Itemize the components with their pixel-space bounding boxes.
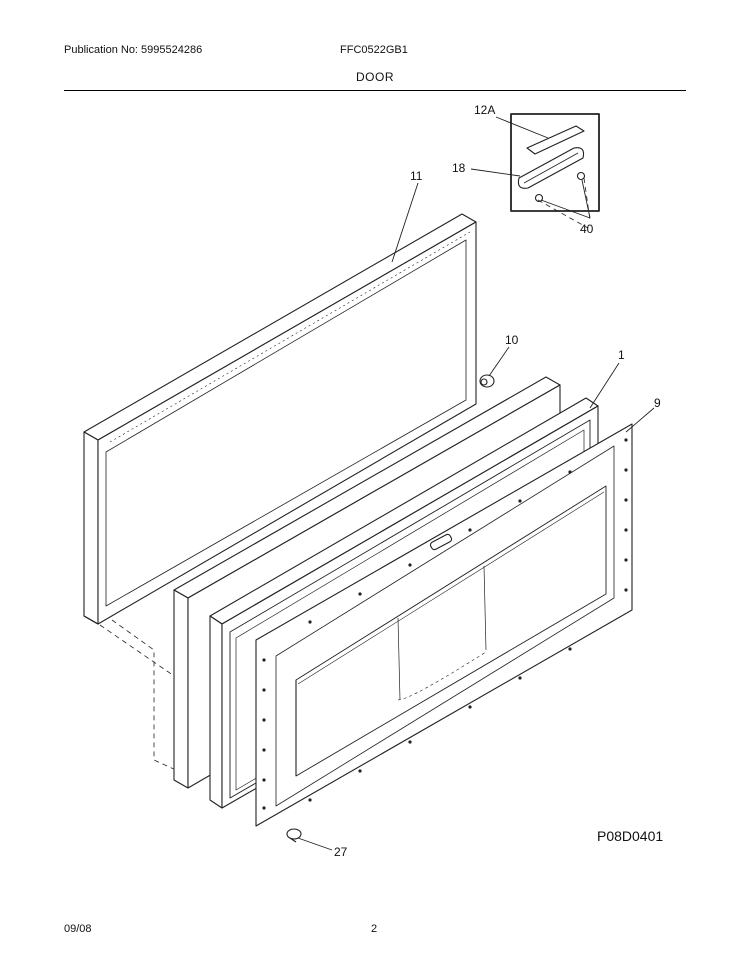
inner-liner	[83, 213, 477, 625]
page-number: 2	[371, 923, 378, 935]
part-label-27: 27	[334, 845, 348, 859]
section-title: DOOR	[356, 70, 394, 84]
part-label-12a: 12A	[474, 103, 496, 117]
handle-trim-part	[526, 125, 585, 155]
part-label-9: 9	[654, 396, 661, 410]
part-label-40: 40	[580, 222, 594, 236]
hinge-plug	[479, 374, 495, 388]
lock-part	[429, 533, 453, 551]
outer-door-panel	[255, 423, 633, 827]
screw-part-b	[534, 193, 544, 203]
panel-screw-holes	[262, 438, 628, 810]
diagram-code: P08D0401	[597, 828, 664, 844]
bottom-screw	[286, 828, 302, 843]
footer-date: 09/08	[64, 923, 92, 935]
header-rule	[64, 90, 686, 91]
alignment-lines	[99, 177, 591, 771]
screw-part-a	[576, 171, 586, 181]
part-label-10: 10	[505, 333, 519, 347]
publication-number: Publication No: 5995524286	[64, 44, 203, 56]
part-label-11: 11	[410, 169, 423, 183]
part-label-1: 1	[618, 348, 625, 362]
model-number: FFC0522GB1	[340, 44, 408, 56]
leader-lines	[297, 116, 655, 851]
part-label-18: 18	[452, 161, 466, 175]
handle-inset	[510, 113, 600, 212]
